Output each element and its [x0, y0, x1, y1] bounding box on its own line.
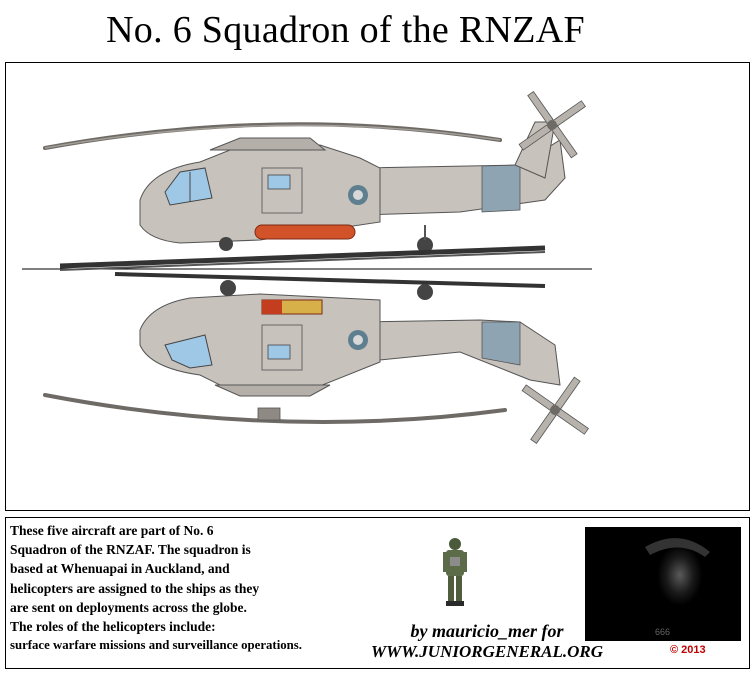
description-line: helicopters are assigned to the ships as…: [10, 580, 260, 596]
soldier-figure-icon: [443, 538, 467, 606]
svg-text:666: 666: [655, 627, 670, 637]
dark-portrait-photo: 666: [585, 527, 741, 641]
description-line: Squadron of the RNZAF. The squadron is: [10, 542, 251, 558]
description-text: These five aircraft are part of No. 6 Sq…: [10, 521, 370, 655]
bottom-helicopter-icon: [43, 272, 589, 444]
description-line: These five aircraft are part of No. 6: [10, 523, 214, 538]
page-title: No. 6 Squadron of the RNZAF: [106, 9, 585, 51]
description-line: based at Whenuapai in Auckland, and: [10, 561, 230, 577]
artwork-frame: [5, 62, 750, 511]
description-line: surface warfare missions and surveillanc…: [10, 638, 302, 653]
credit-url-link[interactable]: WWW.JUNIORGENERAL.ORG: [370, 642, 604, 661]
helicopter-artwork: [22, 91, 592, 444]
description-line: are sent on deployments across the globe…: [10, 599, 247, 615]
credit-block: by mauricio_mer for WWW.JUNIORGENERAL.OR…: [362, 620, 612, 662]
description-line: The roles of the helicopters include:: [10, 619, 216, 635]
copyright-text: © 2013: [670, 644, 706, 656]
info-panel: [5, 517, 750, 669]
top-helicopter-icon: [43, 91, 586, 271]
credit-author: by mauricio_mer for: [410, 621, 564, 641]
